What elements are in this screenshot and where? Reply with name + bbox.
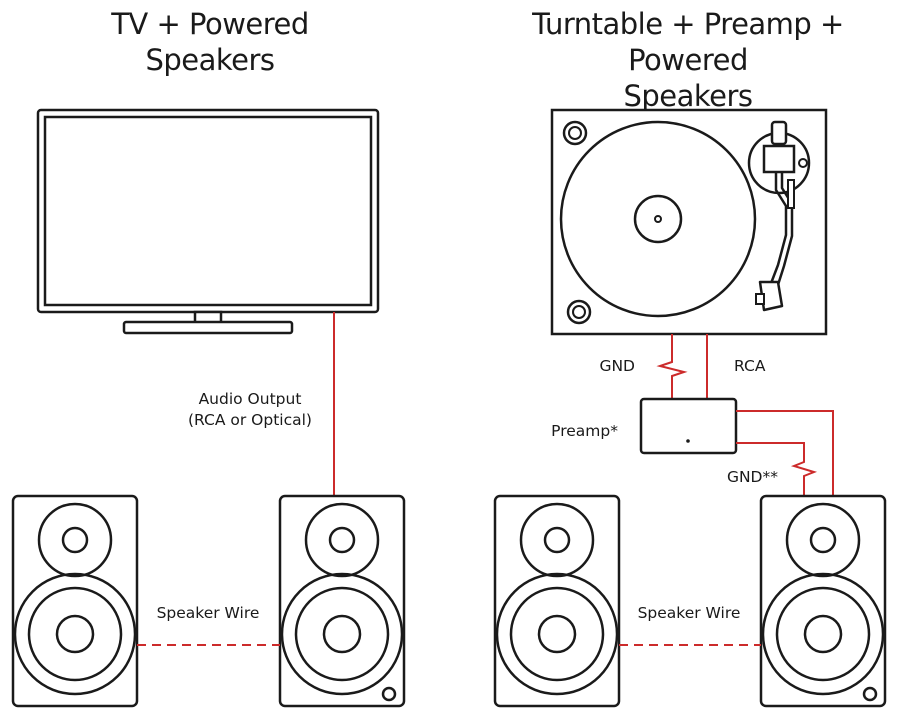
turntable-setup-title-line1: Turntable + Preamp + Powered [532, 7, 844, 77]
turntable-icon [550, 108, 828, 336]
turntable-setup-title: Turntable + Preamp + Powered Speakers [478, 6, 898, 114]
speaker-icon [493, 494, 621, 708]
gnd2-cable [736, 442, 818, 496]
audio-output-label-line2: (RCA or Optical) [188, 411, 312, 429]
audio-output-label-line1: Audio Output [199, 390, 302, 408]
preamp-output-cable [736, 410, 834, 496]
gnd2-label: GND** [727, 468, 778, 486]
speaker-icon [759, 494, 887, 708]
preamp-icon [639, 397, 738, 455]
tv-setup-title-line1: TV + Powered [111, 7, 309, 41]
gnd-label: GND [599, 357, 635, 375]
speaker-icon [278, 494, 406, 708]
tv-setup-title-line2: Speakers [145, 43, 275, 77]
tv-icon [36, 108, 380, 335]
speaker-wire-label: Speaker Wire [638, 604, 741, 622]
preamp-label: Preamp* [551, 422, 618, 440]
rca-label: RCA [734, 357, 766, 375]
gnd-cable [656, 334, 688, 399]
turntable-setup-title-line2: Speakers [623, 79, 753, 113]
speaker-icon [11, 494, 139, 708]
tv-setup-title: TV + Powered Speakers [60, 6, 360, 78]
speaker-wire-label: Speaker Wire [157, 604, 260, 622]
